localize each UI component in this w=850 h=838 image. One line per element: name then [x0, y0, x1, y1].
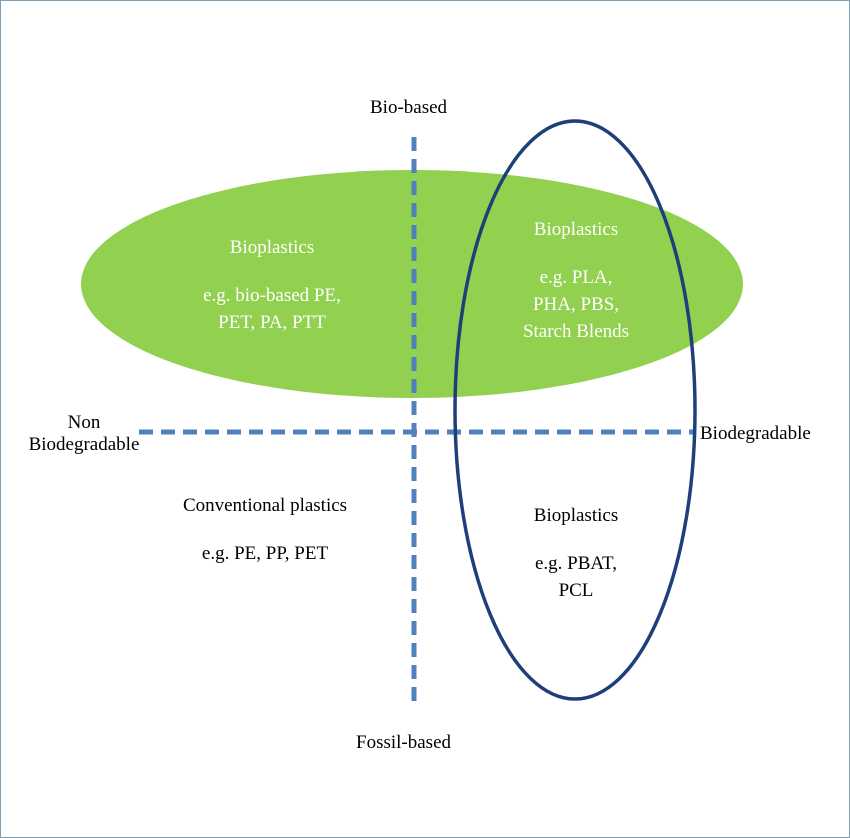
region-example-line: e.g. PE, PP, PET	[201, 543, 329, 564]
region-fossil-nonbiodegradable: Conventional plastics e.g. PE, PP, PET	[150, 492, 380, 567]
axis-label-left: Non Biodegradable	[20, 412, 148, 456]
region-bio-biodegradable: Bioplastics e.g. PLA, PHA, PBS, Starch B…	[476, 216, 676, 345]
axis-label-top: Bio-based	[370, 97, 448, 118]
region-example-line: e.g. PBAT,	[535, 553, 617, 574]
region-title: Bioplastics	[229, 237, 315, 258]
region-example-line: e.g. PLA,	[539, 267, 613, 288]
axis-label-right: Biodegradable	[700, 423, 811, 444]
axis-label-left-line2: Biodegradable	[28, 434, 140, 455]
axis-label-bottom: Fossil-based	[356, 732, 451, 753]
region-example-line: PCL	[558, 580, 594, 601]
region-example-line: e.g. bio-based PE,	[203, 285, 341, 306]
bio-based-ellipse	[81, 170, 743, 398]
region-example-line: PHA, PBS,	[532, 294, 620, 315]
region-title: Bioplastics	[533, 505, 619, 526]
biodegradable-ellipse	[453, 119, 697, 701]
region-example-line: Starch Blends	[522, 321, 630, 342]
axis-label-left-line1: Non	[67, 412, 101, 433]
region-bio-nonbiodegradable: Bioplastics e.g. bio-based PE, PET, PA, …	[172, 234, 372, 336]
region-title: Bioplastics	[533, 219, 619, 240]
region-fossil-biodegradable: Bioplastics e.g. PBAT, PCL	[476, 502, 676, 604]
region-example-line: PET, PA, PTT	[218, 312, 326, 333]
region-title: Conventional plastics	[182, 495, 348, 516]
